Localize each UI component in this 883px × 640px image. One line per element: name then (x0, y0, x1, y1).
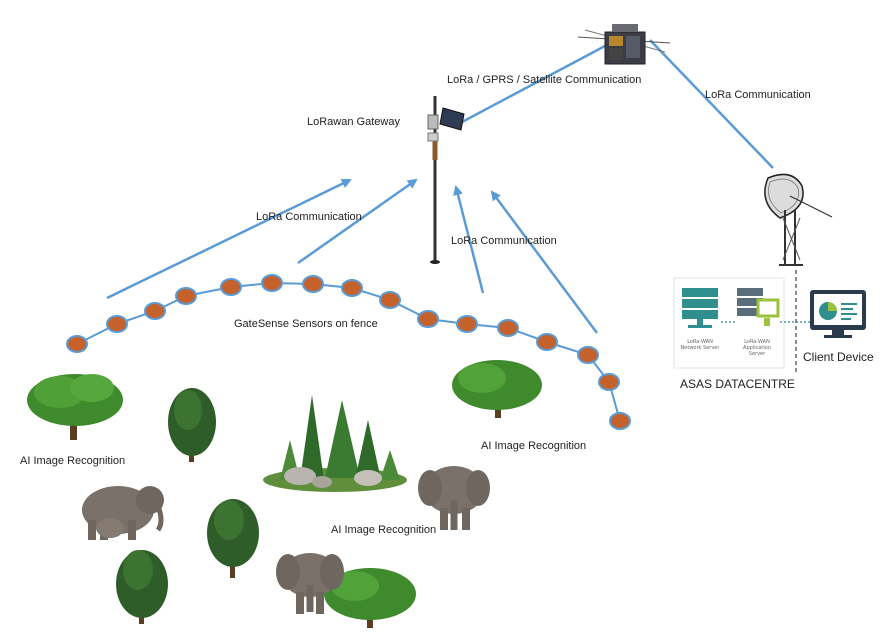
sensor-node (497, 319, 519, 337)
sensor-node (577, 346, 599, 364)
lora-middle-label: LoRa Communication (451, 235, 557, 247)
forest-icon (263, 395, 407, 492)
sensor-node (175, 287, 197, 305)
application-server-caption: LoRa-WAN Application Server (743, 339, 771, 357)
sensor-node (66, 335, 88, 353)
datacentre-label: ASAS DATACENTRE (680, 377, 795, 391)
network-server-icon (682, 288, 718, 328)
sensor-node (106, 315, 128, 333)
uplink-label: LoRa / GPRS / Satellite Communication (447, 74, 642, 86)
sensor-node (341, 279, 363, 297)
lora-arrow-middle (453, 185, 485, 294)
communication-links (106, 36, 774, 334)
tree-icon (452, 360, 542, 418)
sensor-node (536, 333, 558, 351)
sensor-node (144, 302, 166, 320)
lora-arrow-right (490, 190, 599, 334)
gateway-label: LoRawan Gateway (307, 116, 400, 128)
sensor-node (379, 291, 401, 309)
ai-right-label: AI Image Recognition (481, 440, 587, 452)
tree-icon (116, 550, 168, 624)
application-server-icon (737, 288, 780, 326)
satellite-icon (577, 24, 671, 65)
lora-arrow-left (106, 178, 352, 300)
elephant-icon (418, 466, 490, 530)
sensor-node (417, 310, 439, 328)
lora-arrow-center (297, 178, 418, 265)
uplink-line (461, 36, 621, 124)
tree-icon (207, 499, 259, 578)
elephant-icon (276, 553, 344, 614)
sensor-node (302, 275, 324, 293)
sensor-node (598, 373, 620, 391)
elephant-icon (82, 486, 164, 540)
tree-icon (27, 374, 123, 440)
sensor-node (220, 278, 242, 296)
tree-icon (324, 568, 416, 628)
sensor-node (456, 315, 478, 333)
dish-antenna-icon (764, 173, 833, 266)
sensor-node (609, 412, 631, 430)
ai-left-label: AI Image Recognition (20, 455, 126, 467)
sensors-label: GateSense Sensors on fence (234, 318, 378, 330)
sensor-node (261, 274, 283, 292)
client-monitor-icon (810, 290, 866, 338)
satellite-to-dish-line (649, 39, 774, 169)
tree-icon (168, 388, 216, 462)
lora-right-label: LoRa Communication (705, 89, 811, 101)
fence-line (76, 281, 621, 422)
client-device-label: Client Device (803, 350, 874, 364)
sensor-nodes (66, 274, 631, 430)
ai-center-label: AI Image Recognition (331, 524, 437, 536)
network-server-caption: LoRa-WAN Network Server (680, 339, 720, 351)
lora-left-label: LoRa Communication (256, 211, 362, 223)
gateway-tower-icon (427, 96, 465, 264)
